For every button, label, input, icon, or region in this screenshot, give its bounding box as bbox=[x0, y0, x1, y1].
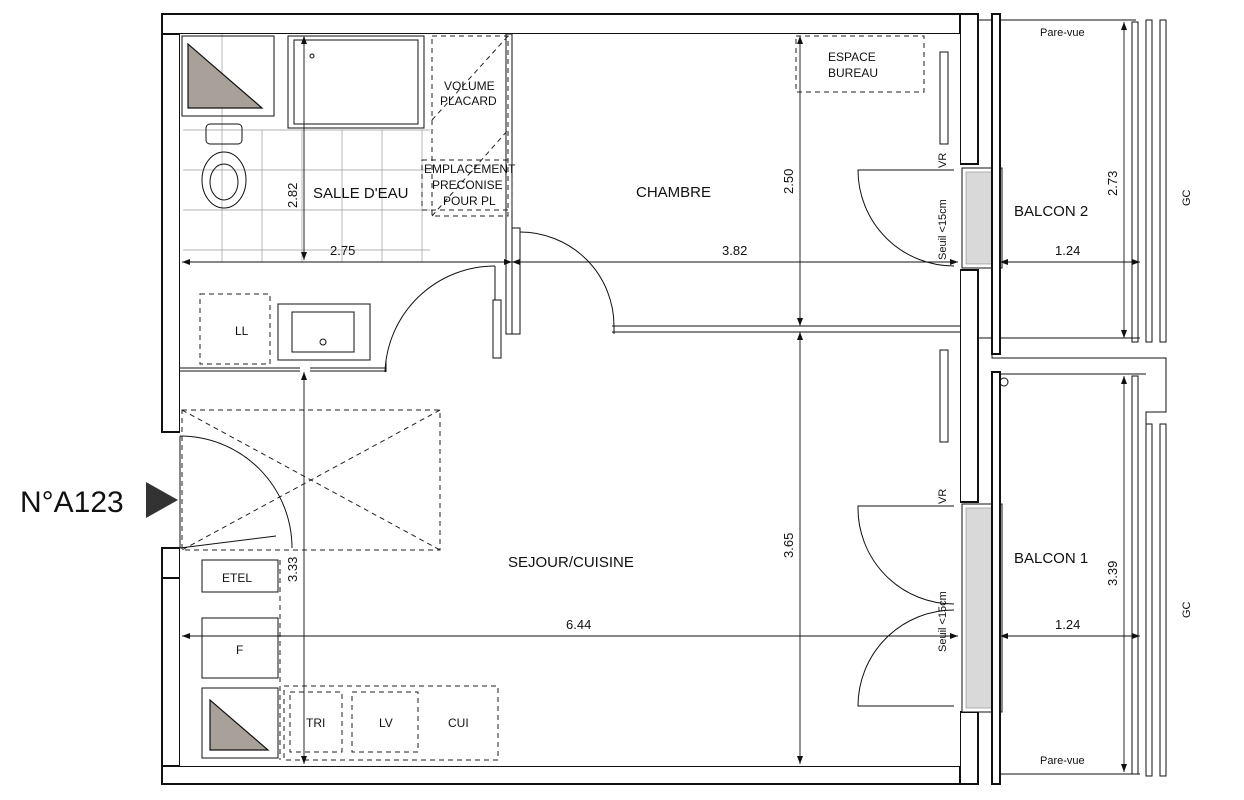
f-label: F bbox=[236, 643, 243, 657]
seuil-bottom-label: Seuil <15cm bbox=[937, 591, 949, 652]
dim-sejour-width: 6.44 bbox=[566, 617, 591, 632]
ll-label: LL bbox=[235, 324, 249, 338]
room-salle-deau: SALLE D'EAU bbox=[313, 185, 408, 202]
tri-label: TRI bbox=[306, 716, 325, 730]
dim-chambre-width: 3.82 bbox=[722, 243, 747, 258]
espace-bureau-label-2: BUREAU bbox=[828, 66, 878, 80]
radiator-top bbox=[939, 51, 949, 145]
espace-bureau-label-1: ESPACE bbox=[828, 50, 876, 64]
volume-placard bbox=[421, 35, 513, 217]
lv-label: LV bbox=[379, 716, 393, 730]
etel-label: ETEL bbox=[222, 571, 252, 585]
dim-balcon1-height: 3.39 bbox=[1105, 561, 1120, 586]
partitions bbox=[180, 33, 960, 372]
room-balcon-1: BALCON 1 bbox=[1014, 550, 1088, 567]
pare-vue-bottom-label: Pare-vue bbox=[1040, 755, 1085, 767]
room-sejour-cuisine: SEJOUR/CUISINE bbox=[508, 554, 634, 571]
emplacement-label-2: PRECONISE bbox=[432, 178, 503, 192]
emplacement-label-1: EMPLACEMENT bbox=[424, 162, 516, 176]
dim-balcon2-width: 1.24 bbox=[1055, 243, 1080, 258]
entry-arrow-icon bbox=[146, 482, 178, 518]
apartment-number: N°A123 bbox=[20, 486, 124, 519]
dim-chambre-height: 2.50 bbox=[781, 169, 796, 194]
radiator-bottom bbox=[939, 349, 949, 443]
dim-entry-height: 3.33 bbox=[285, 557, 300, 582]
gc-bottom-label: GC bbox=[1181, 601, 1193, 618]
vr-bottom-label: VR bbox=[937, 489, 949, 504]
pare-vue-top-label: Pare-vue bbox=[1040, 27, 1085, 39]
volume-placard-label-1: VOLUME bbox=[444, 79, 495, 93]
espace-bureau-zone bbox=[795, 35, 925, 93]
kitchen bbox=[201, 559, 499, 761]
dim-balcon2-height: 2.73 bbox=[1105, 171, 1120, 196]
seuil-top-label: Seuil <15cm bbox=[937, 199, 949, 260]
dim-balcon1-width: 1.24 bbox=[1055, 617, 1080, 632]
room-balcon-2: BALCON 2 bbox=[1014, 203, 1088, 220]
cui-label: CUI bbox=[448, 716, 469, 730]
toilet bbox=[201, 123, 247, 209]
dim-salle-width: 2.75 bbox=[330, 243, 355, 258]
entry-closet bbox=[181, 409, 441, 551]
washing-machine bbox=[199, 293, 271, 365]
washbasin bbox=[277, 303, 371, 361]
gc-top-label: GC bbox=[1181, 189, 1193, 206]
emplacement-label-3: POUR PL bbox=[443, 194, 496, 208]
vr-top-label: VR bbox=[937, 153, 949, 168]
dimension-lines bbox=[182, 22, 1140, 772]
volume-placard-label-2: PLACARD bbox=[440, 94, 497, 108]
dim-sejour-height: 3.65 bbox=[781, 533, 796, 558]
doors bbox=[179, 169, 955, 707]
dim-salle-height: 2.82 bbox=[285, 183, 300, 208]
room-chambre: CHAMBRE bbox=[636, 184, 711, 201]
shower bbox=[181, 35, 425, 129]
balconies bbox=[978, 13, 1167, 785]
